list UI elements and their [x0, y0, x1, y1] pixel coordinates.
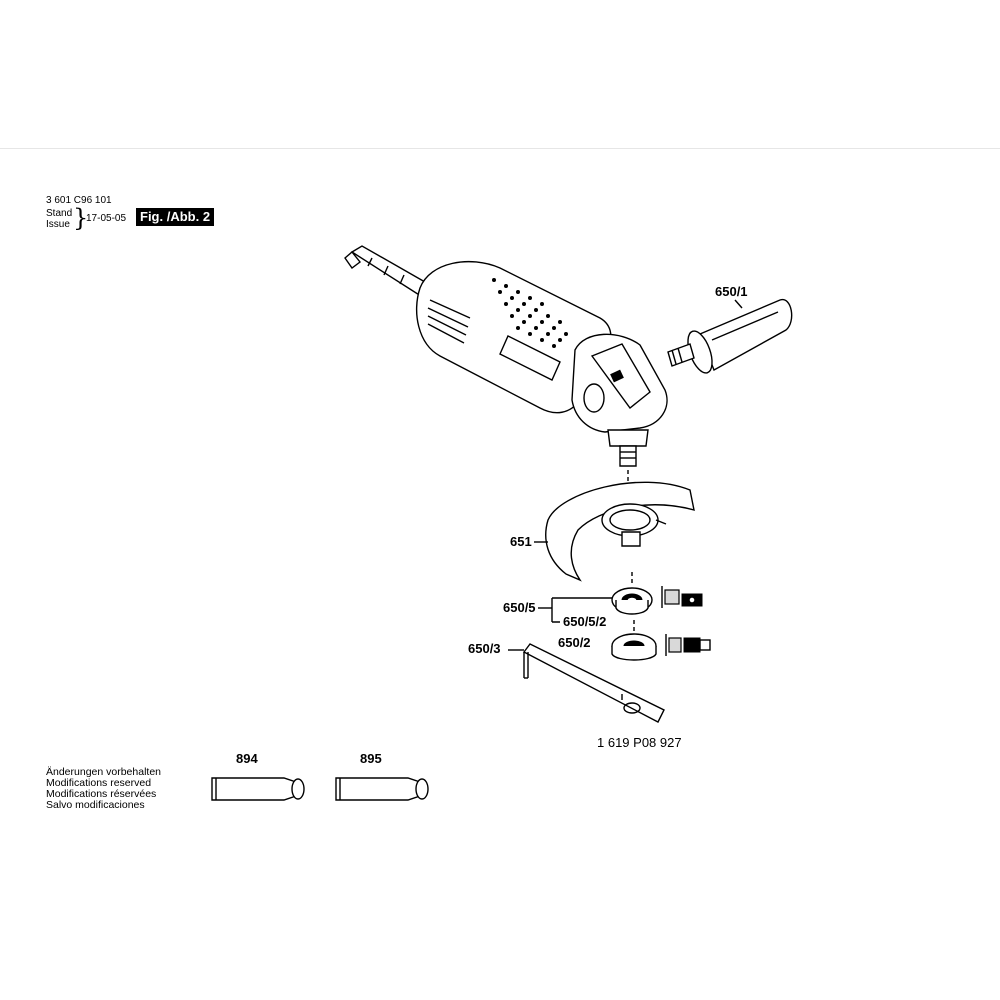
issue-label: Issue	[46, 219, 70, 230]
leader-650-1	[734, 299, 743, 309]
label-650-5-2: 650/5/2	[563, 614, 607, 629]
label-650-3: 650/3	[468, 641, 501, 656]
two-pin-spanner	[522, 643, 665, 723]
issue-date: 17-05-05	[86, 213, 127, 224]
figure-label: Fig. /Abb. 2	[136, 208, 215, 227]
bracket-650-5	[551, 597, 612, 623]
header-brace: }	[73, 204, 89, 232]
drawing-number: 3 601 C96 101	[46, 195, 112, 206]
wheel-guard	[545, 481, 695, 582]
stand-label: Stand	[46, 208, 73, 219]
grip-dots	[492, 278, 568, 348]
label-650-1: 650/1	[715, 284, 748, 299]
clamping-nut	[611, 620, 657, 661]
label-651: 651	[510, 534, 532, 549]
label-894: 894	[236, 751, 258, 766]
page-top-rule	[0, 148, 1000, 149]
flange-detail-symbol	[661, 586, 703, 608]
note-es: Salvo modificaciones	[46, 799, 145, 811]
mounting-flange	[611, 572, 653, 615]
nut-detail-symbol	[665, 634, 711, 656]
label-650-5: 650/5	[503, 600, 536, 615]
note-fr: Modifications réservées	[46, 788, 157, 800]
label-650-2: 650/2	[558, 635, 591, 650]
modification-notes: Änderungen vorbehalten Modifications res…	[46, 767, 161, 811]
label-895: 895	[360, 751, 382, 766]
note-de: Änderungen vorbehalten	[46, 766, 162, 778]
angle-grinder	[344, 245, 668, 467]
grease-tube-894	[211, 777, 305, 801]
grease-tube-895	[335, 777, 429, 801]
note-en: Modifications reserved	[46, 777, 152, 789]
order-number: 1 619 P08 927	[597, 735, 682, 750]
auxiliary-handle	[667, 299, 793, 374]
